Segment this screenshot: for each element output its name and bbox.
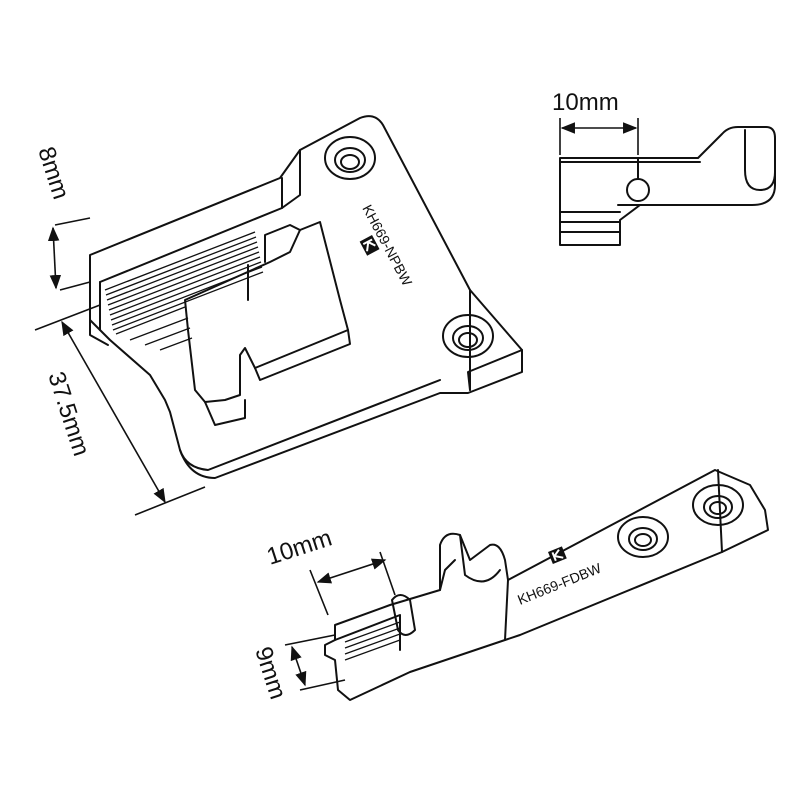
dimension-label-clip-width: 10mm — [552, 89, 619, 116]
plate-hole-bottom — [442, 314, 494, 358]
dimension-8mm: 8mm — [32, 144, 91, 291]
dimension-label-plate-length: 37.5mm — [42, 369, 94, 460]
clip-teeth — [559, 211, 621, 233]
bar-logo — [548, 546, 567, 565]
bar-teeth — [344, 621, 401, 661]
dimension-label-plate-height: 8mm — [32, 144, 74, 203]
plate-hole-top — [324, 136, 376, 180]
needle-plate-part: KH669-NPBW — [89, 115, 523, 479]
dimension-label-bar-gap: 10mm — [264, 524, 336, 570]
bar-hole-right — [692, 484, 744, 526]
dimension-10mm-clip: 10mm — [552, 89, 639, 155]
dimension-label-bar-height: 9mm — [249, 644, 291, 703]
clip-detail-part — [559, 126, 776, 246]
dimension-10mm-bar: 10mm — [264, 524, 396, 616]
feed-bar-part: KH669-FDBW — [324, 469, 769, 701]
plate-logo — [359, 235, 380, 256]
bar-hole-left — [617, 516, 669, 558]
